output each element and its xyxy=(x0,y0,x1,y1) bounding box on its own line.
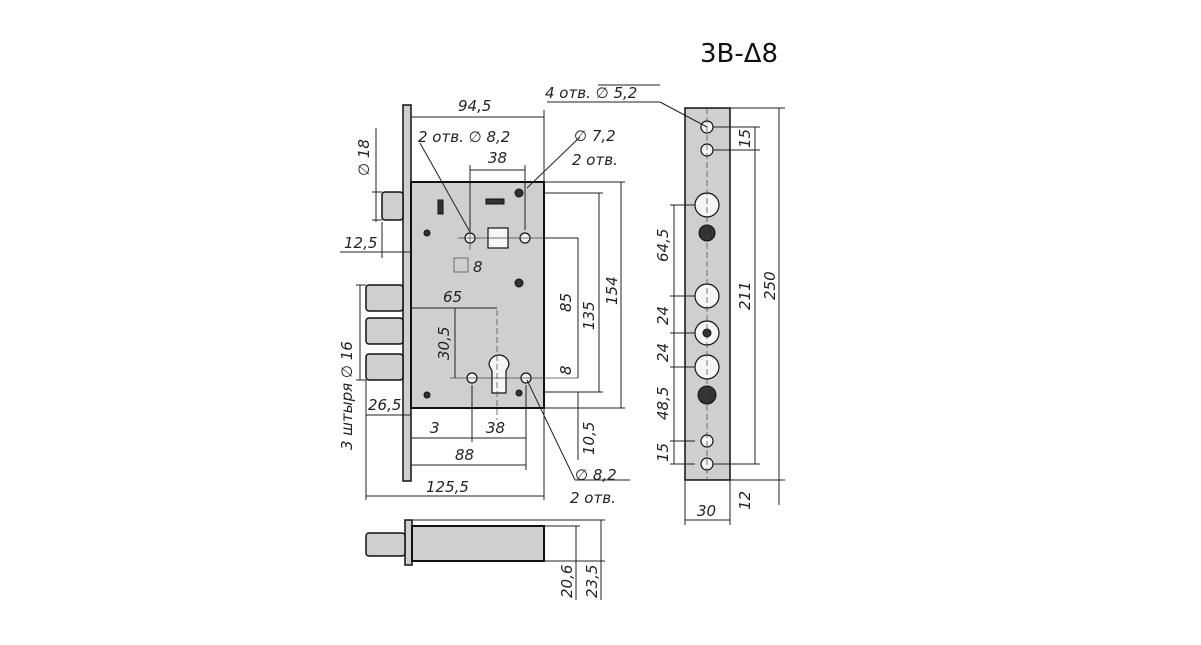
dim-48-5: 48,5 xyxy=(654,387,672,420)
dim-135: 135 xyxy=(580,301,598,330)
dim-8-square: 8 xyxy=(473,258,483,276)
dim-8-small: 8 xyxy=(557,365,575,375)
plate-latch-hole xyxy=(694,192,720,218)
bottom-pin xyxy=(365,532,406,557)
bottom-body xyxy=(411,525,545,562)
dim-7-2: ∅ 7,2 xyxy=(574,127,616,145)
pin-1 xyxy=(365,284,404,312)
dim-211: 211 xyxy=(736,281,754,310)
dim-diam-18: ∅ 18 xyxy=(355,139,373,176)
dim-30: 30 xyxy=(697,502,716,520)
dim-94-5: 94,5 xyxy=(458,97,491,115)
label-2-holes-bottom: 2 отв. xyxy=(570,489,616,507)
square-mark xyxy=(453,257,469,273)
dim-10-5: 10,5 xyxy=(580,422,598,455)
dim-125-5: 125,5 xyxy=(426,478,469,496)
pin-2 xyxy=(365,317,404,345)
screw-4 xyxy=(423,391,431,399)
dim-154: 154 xyxy=(603,276,621,305)
screw-5 xyxy=(515,389,523,397)
label-2-holes-8-2-top: 2 отв. ∅ 8,2 xyxy=(418,128,510,146)
lock-body xyxy=(410,181,545,409)
dim-diam-8-2-bottom: ∅ 8,2 xyxy=(575,466,617,484)
dim-20-6: 20,6 xyxy=(558,565,576,598)
bottom-faceplate xyxy=(404,519,413,566)
faceplate-side-view: 4 отв. ∅ 5,2 15 64,5 24 24 48,5 15 211 2… xyxy=(545,84,785,525)
dim-250: 250 xyxy=(761,271,779,300)
dim-30-5: 30,5 xyxy=(435,327,453,360)
dim-12-5: 12,5 xyxy=(344,234,377,252)
latch-bolt xyxy=(381,191,404,221)
dim-85: 85 xyxy=(557,293,575,312)
dim-12: 12 xyxy=(736,491,754,510)
slot xyxy=(485,198,505,205)
cylinder-cutout xyxy=(488,354,510,394)
faceplate-strip xyxy=(684,107,731,481)
label-3-pins: 3 штыря ∅ 16 xyxy=(338,341,356,450)
dim-3: 3 xyxy=(430,419,440,437)
dim-24-a: 24 xyxy=(654,306,672,325)
label-2-holes-top: 2 отв. xyxy=(572,151,618,169)
front-dimensions xyxy=(340,84,660,500)
plate-pin-hole-1 xyxy=(694,283,720,309)
dim-65: 65 xyxy=(443,288,462,306)
dim-38-top: 38 xyxy=(488,149,507,167)
lock-front-view xyxy=(365,104,578,482)
plate-bolt-mark xyxy=(697,385,717,405)
dim-23-5: 23,5 xyxy=(583,565,601,598)
plate-pin-hole-3 xyxy=(694,354,720,380)
screw-2 xyxy=(514,278,524,288)
screw-1 xyxy=(514,188,524,198)
label-4-holes: 4 отв. ∅ 5,2 xyxy=(545,84,637,102)
lever xyxy=(437,199,444,215)
pin-3 xyxy=(365,353,404,381)
dim-38-bottom: 38 xyxy=(486,419,505,437)
lock-bottom-view: 20,6 23,5 xyxy=(365,519,605,600)
dim-64-5: 64,5 xyxy=(654,229,672,262)
dim-24-b: 24 xyxy=(654,343,672,362)
faceplate xyxy=(402,104,412,482)
screw-3 xyxy=(423,229,431,237)
dim-15-top: 15 xyxy=(736,129,754,148)
drawing-title: 3В-Δ8 xyxy=(700,39,778,69)
dim-88: 88 xyxy=(455,446,474,464)
dim-26-5: 26,5 xyxy=(368,396,401,414)
front-dimension-labels: 94,5 2 отв. ∅ 8,2 ∅ 7,2 2 отв. 38 ∅ 18 1… xyxy=(338,97,621,507)
dim-15-bottom: 15 xyxy=(654,443,672,462)
